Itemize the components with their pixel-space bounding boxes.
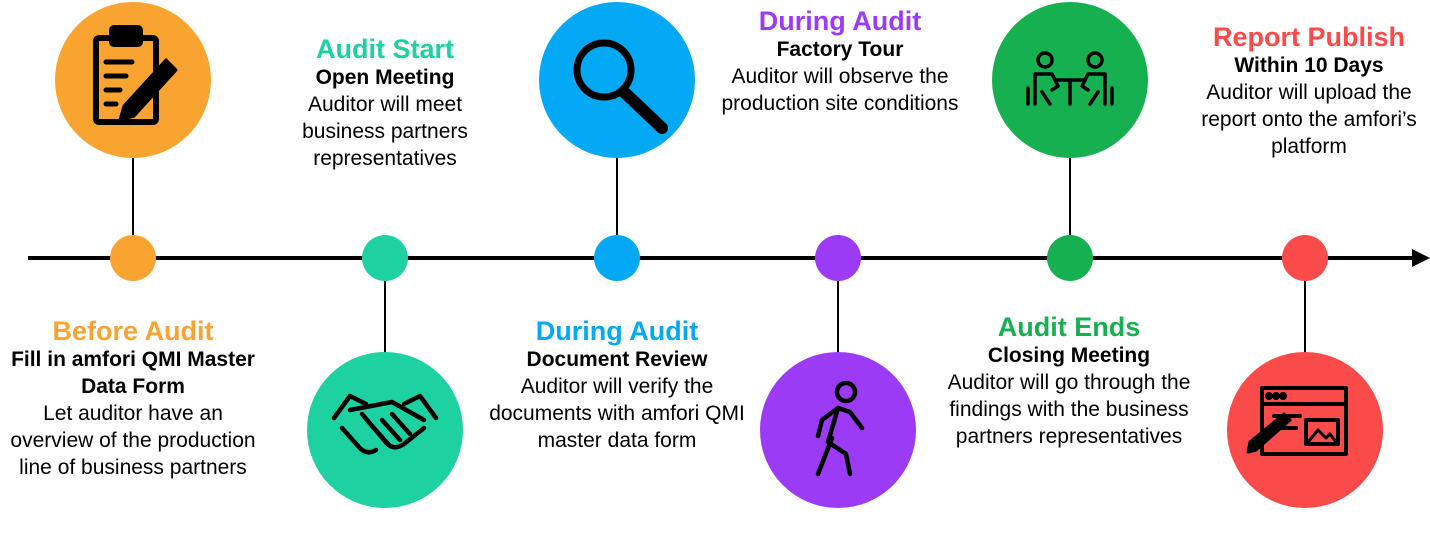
stage-heading: Audit Ends: [997, 312, 1141, 342]
dot-report-publish: [1282, 235, 1328, 281]
dot-factory-tour: [815, 235, 861, 281]
stage-factory-tour: During Audit Factory Tour Auditor will o…: [708, 6, 972, 117]
handshake-icon: [331, 393, 439, 455]
stage-subtitle: Within 10 Days: [1234, 54, 1384, 77]
stage-document-review: During Audit Document Review Auditor wil…: [484, 316, 750, 454]
stage-subtitle: Document Review: [526, 348, 708, 371]
stage-audit-ends: Audit Ends Closing Meeting Auditor will …: [936, 312, 1202, 450]
circle-factory-tour: [760, 352, 916, 508]
stage-description: Auditor will upload the report onto the …: [1201, 81, 1417, 158]
stage-report-publish: Report Publish Within 10 Days Auditor wi…: [1188, 22, 1430, 160]
stage-heading: Report Publish: [1212, 22, 1405, 52]
stage-heading: Audit Start: [316, 34, 454, 64]
stage-heading: Before Audit: [52, 316, 214, 346]
stage-subtitle: Open Meeting: [315, 66, 455, 89]
clipboard-icon: [93, 25, 178, 125]
dot-before-audit: [110, 235, 156, 281]
stage-description: Auditor will observe the production site…: [721, 65, 959, 115]
stage-before-audit: Before Audit Fill in amfori QMI Master D…: [0, 316, 266, 481]
dot-audit-ends: [1047, 235, 1093, 281]
stage-description: Auditor will meet business partners repr…: [302, 93, 468, 170]
web-editor-icon: [1246, 386, 1348, 456]
circle-audit-start: [307, 352, 463, 508]
stage-description: Auditor will verify the documents with a…: [489, 375, 745, 452]
stage-description: Auditor will go through the findings wit…: [947, 371, 1191, 448]
stage-description: Let auditor have an overview of the prod…: [10, 402, 256, 479]
stage-subtitle: Closing Meeting: [987, 344, 1151, 367]
meeting-table-icon: [1026, 51, 1114, 106]
stage-subtitle: Fill in amfori QMI Master Data Form: [11, 348, 255, 398]
stage-audit-start: Audit Start Open Meeting Auditor will me…: [268, 34, 502, 172]
magnifier-icon: [573, 39, 668, 134]
circle-document-review: [539, 2, 695, 158]
timeline-arrowhead: [1412, 249, 1430, 267]
dot-document-review: [594, 235, 640, 281]
stage-heading: During Audit: [758, 6, 922, 36]
stage-heading: During Audit: [535, 316, 699, 346]
stage-subtitle: Factory Tour: [776, 38, 904, 61]
walking-person-icon: [815, 380, 865, 477]
dot-audit-start: [362, 235, 408, 281]
